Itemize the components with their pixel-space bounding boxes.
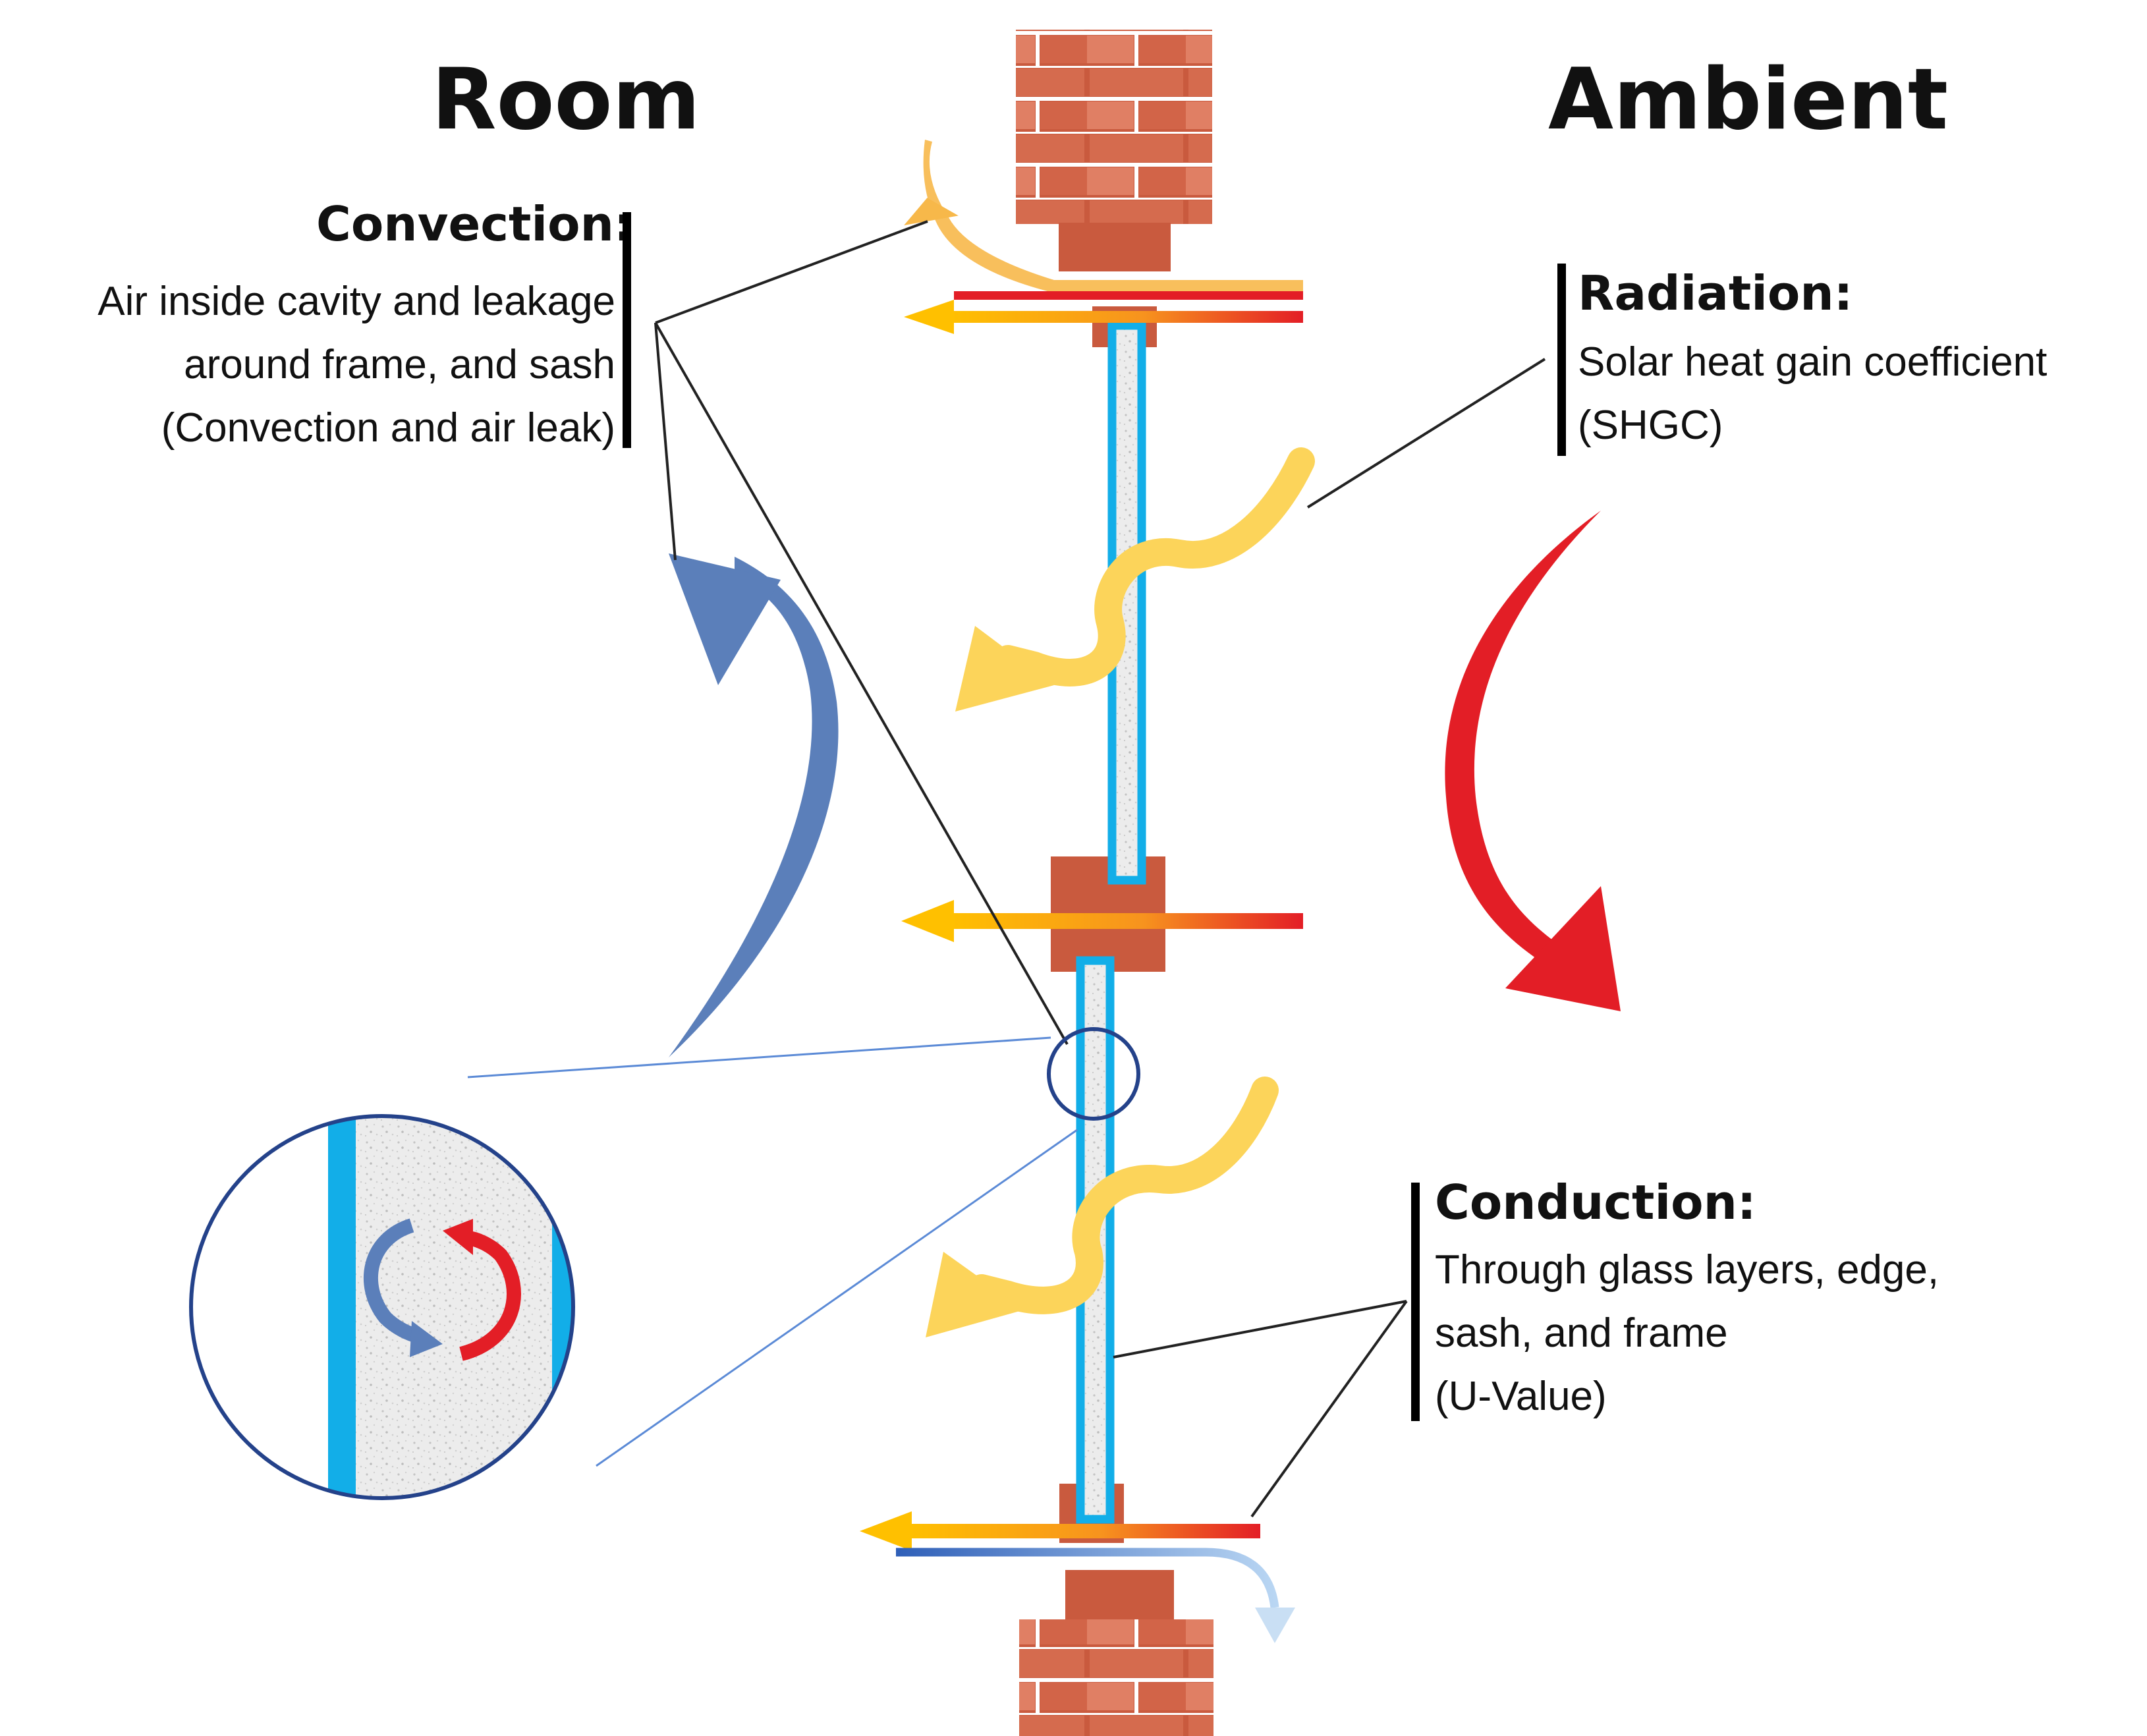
brick-wall-bottom	[1019, 1570, 1213, 1736]
solar-wave-icon	[926, 1077, 1279, 1337]
radiation-description: Solar heat gain coefficient (SHGC)	[1578, 331, 2047, 457]
radiation-arrow-icon	[1445, 511, 1621, 1011]
heat-flow-arrow-icon	[901, 900, 1303, 942]
convection-arrow-icon	[669, 553, 839, 1057]
zoomed-glass-cavity	[189, 1114, 575, 1500]
radiation-line: (SHGC)	[1578, 403, 1723, 448]
convection-line: around frame, and sash	[184, 342, 615, 387]
radiation-accent-bar	[1557, 264, 1566, 456]
convection-leader-lines	[654, 220, 1069, 1045]
conduction-line: Through glass layers, edge,	[1435, 1247, 1939, 1293]
heat-flow-arrow-icon	[860, 1511, 1260, 1551]
convection-title: Convection:	[316, 196, 633, 252]
solar-wave-icon	[955, 447, 1315, 712]
convection-line: (Convection and air leak)	[161, 405, 615, 451]
conduction-title: Conduction:	[1435, 1175, 1756, 1230]
radiation-leader-line	[1306, 358, 1546, 509]
radiation-title: Radiation:	[1578, 266, 1853, 321]
ambient-heading: Ambient	[1548, 51, 1949, 149]
cool-flow-arrow-icon	[896, 1548, 1295, 1643]
convection-description: Air inside cavity and leakage around fra…	[98, 270, 615, 460]
brick-wall-top	[1016, 30, 1212, 271]
conduction-line: (U-Value)	[1435, 1374, 1607, 1419]
magnifier-connector-lines	[467, 1036, 1078, 1467]
conduction-description: Through glass layers, edge, sash, and fr…	[1435, 1239, 1939, 1428]
conduction-accent-bar	[1411, 1183, 1420, 1421]
cavity-convection-loop-icon	[364, 1218, 521, 1361]
room-heading: Room	[432, 51, 700, 149]
magnifier-circle-icon	[1047, 1027, 1140, 1121]
heat-flow-arrow-icon	[904, 140, 1303, 300]
conduction-line: sash, and frame	[1435, 1310, 1728, 1356]
convection-line: Air inside cavity and leakage	[98, 279, 615, 324]
glass-pane-upper	[1107, 321, 1146, 885]
heat-flow-arrow-icon	[904, 300, 1303, 334]
radiation-line: Solar heat gain coefficient	[1578, 339, 2048, 385]
convection-accent-bar	[623, 212, 631, 448]
conduction-leader-lines	[1113, 1300, 1408, 1518]
